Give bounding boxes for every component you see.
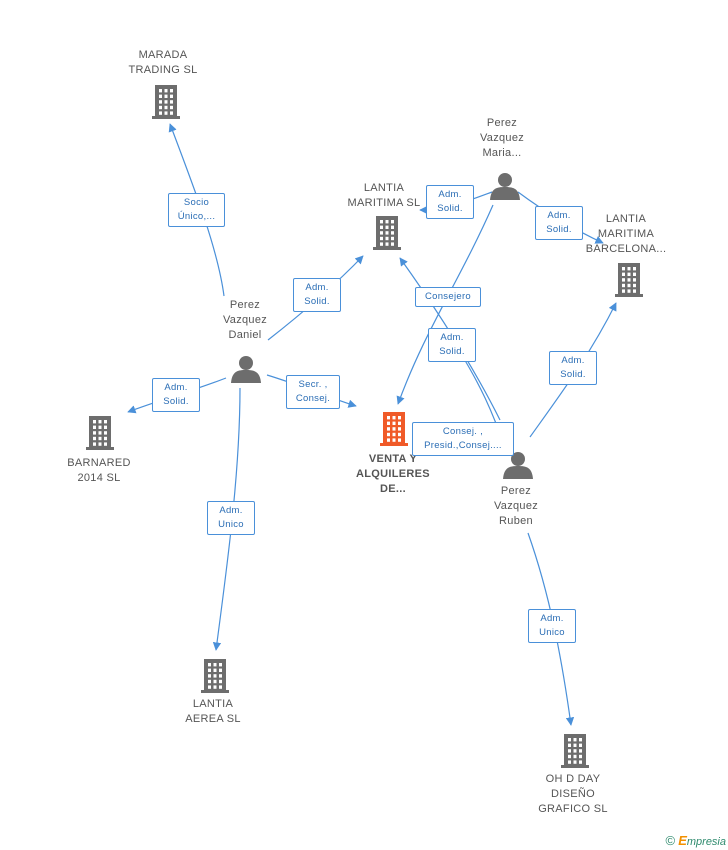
edge-label-line: Adm. [219, 505, 243, 516]
edge-label-perez-ruben-to-venta[interactable]: Consej. , Presid.,Consej.... [412, 422, 514, 456]
edge-label-line: Consej. [295, 393, 331, 404]
node-label-line: GRAFICO SL [538, 803, 608, 815]
node-label-line: Ruben [499, 515, 533, 527]
node-label-lantia-bcn[interactable]: LANTIA MARITIMA BARCELONA... [566, 212, 686, 257]
node-label-line: LANTIA [363, 182, 405, 194]
building-icon[interactable] [561, 734, 589, 768]
node-label-line: MARITIMA [597, 228, 655, 240]
node-label-line: MARADA [138, 49, 188, 61]
edge-label-line: Unico [218, 519, 244, 530]
edge-label-perez-daniel-to-venta[interactable]: Secr. , Consej. [286, 375, 340, 409]
edge-label-line: Adm. [561, 355, 585, 366]
node-label-line: LANTIA [605, 213, 647, 225]
edge-label-perez-maria-to-lantia-maritima[interactable]: Adm. Solid. [426, 185, 474, 219]
node-label-line: BARCELONA... [585, 243, 667, 255]
node-label-line: AEREA SL [185, 713, 241, 725]
node-label-line: Vazquez [479, 132, 525, 144]
edge-label-perez-daniel-to-lantia-aerea[interactable]: Adm. Unico [207, 501, 255, 535]
node-label-line: ALQUILERES [356, 468, 430, 480]
edge-label-line: Adm. [164, 382, 188, 393]
edge-label-line: Adm. [540, 613, 564, 624]
person-icon[interactable] [231, 356, 261, 383]
node-label-line: Maria... [482, 147, 522, 159]
edge-label-line: Consejero [424, 291, 471, 302]
node-label-line: MARITIMA SL [347, 197, 421, 209]
edge-label-line: Único,... [177, 211, 216, 222]
node-label-line: 2014 SL [77, 472, 121, 484]
edge-label-perez-maria-to-lantia-bcn[interactable]: Adm. Solid. [535, 206, 583, 240]
edge-label-perez-ruben-to-oh-dday[interactable]: Adm. Unico [528, 609, 576, 643]
node-label-line: DE... [380, 483, 406, 495]
node-label-line: Perez [486, 117, 518, 129]
node-label-line: Perez [229, 299, 261, 311]
node-label-line: OH D DAY [545, 773, 601, 785]
edge-label-line: Unico [539, 627, 565, 638]
node-label-line: DISEÑO [551, 788, 595, 800]
edge-label-line: Socio [183, 197, 210, 208]
edge-label-perez-ruben-to-lantia-maritima[interactable]: Adm. Solid. [428, 328, 476, 362]
node-layer [86, 85, 643, 768]
edge-label-line: Solid. [560, 369, 586, 380]
node-label-line: VENTA Y [368, 453, 418, 465]
node-label-oh-dday[interactable]: OH D DAY DISEÑO GRAFICO SL [513, 772, 633, 817]
edge-label-line: Solid. [437, 203, 463, 214]
building-icon[interactable] [615, 263, 643, 297]
edge-label-line: Solid. [439, 346, 465, 357]
building-icon[interactable] [86, 416, 114, 450]
building-icon[interactable] [380, 412, 408, 446]
node-label-lantia-aerea[interactable]: LANTIA AEREA SL [153, 697, 273, 727]
person-icon[interactable] [503, 452, 533, 479]
edge-label-perez-daniel-to-barnared[interactable]: Adm. Solid. [152, 378, 200, 412]
node-label-line: BARNARED [67, 457, 131, 469]
node-label-barnared[interactable]: BARNARED 2014 SL [39, 456, 159, 486]
edge-label-perez-maria-to-venta[interactable]: Consejero [415, 287, 481, 307]
edge-label-line: Adm. [305, 282, 329, 293]
edge-label-perez-ruben-to-lantia-bcn[interactable]: Adm. Solid. [549, 351, 597, 385]
building-icon[interactable] [201, 659, 229, 693]
edge-label-line: Solid. [546, 224, 572, 235]
node-label-lantia-maritima[interactable]: LANTIA MARITIMA SL [324, 181, 444, 211]
node-label-venta[interactable]: VENTA Y ALQUILERES DE... [333, 452, 453, 497]
node-label-line: TRADING SL [128, 64, 198, 76]
edge-label-line: Adm. [547, 210, 571, 221]
node-label-line: Daniel [228, 329, 262, 341]
person-icon[interactable] [490, 173, 520, 200]
edge-label-line: Solid. [163, 396, 189, 407]
building-icon[interactable] [373, 216, 401, 250]
edge-label-line: Consej. , [442, 426, 484, 437]
node-label-line: LANTIA [192, 698, 234, 710]
node-label-line: Perez [500, 485, 532, 497]
edge-label-line: Adm. [438, 189, 462, 200]
empresia-logo: © Empresia [665, 833, 726, 848]
node-label-line: Vazquez [222, 314, 268, 326]
edge-label-perez-daniel-to-lantia-maritima[interactable]: Adm. Solid. [293, 278, 341, 312]
node-label-marada[interactable]: MARADA TRADING SL [103, 48, 223, 78]
edge-label-line: Adm. [440, 332, 464, 343]
node-label-line: Vazquez [493, 500, 539, 512]
edge-label-line: Secr. , [298, 379, 328, 390]
building-icon[interactable] [152, 85, 180, 119]
edge-label-line: Presid.,Consej.... [424, 440, 502, 451]
edge-label-line: Solid. [304, 296, 330, 307]
